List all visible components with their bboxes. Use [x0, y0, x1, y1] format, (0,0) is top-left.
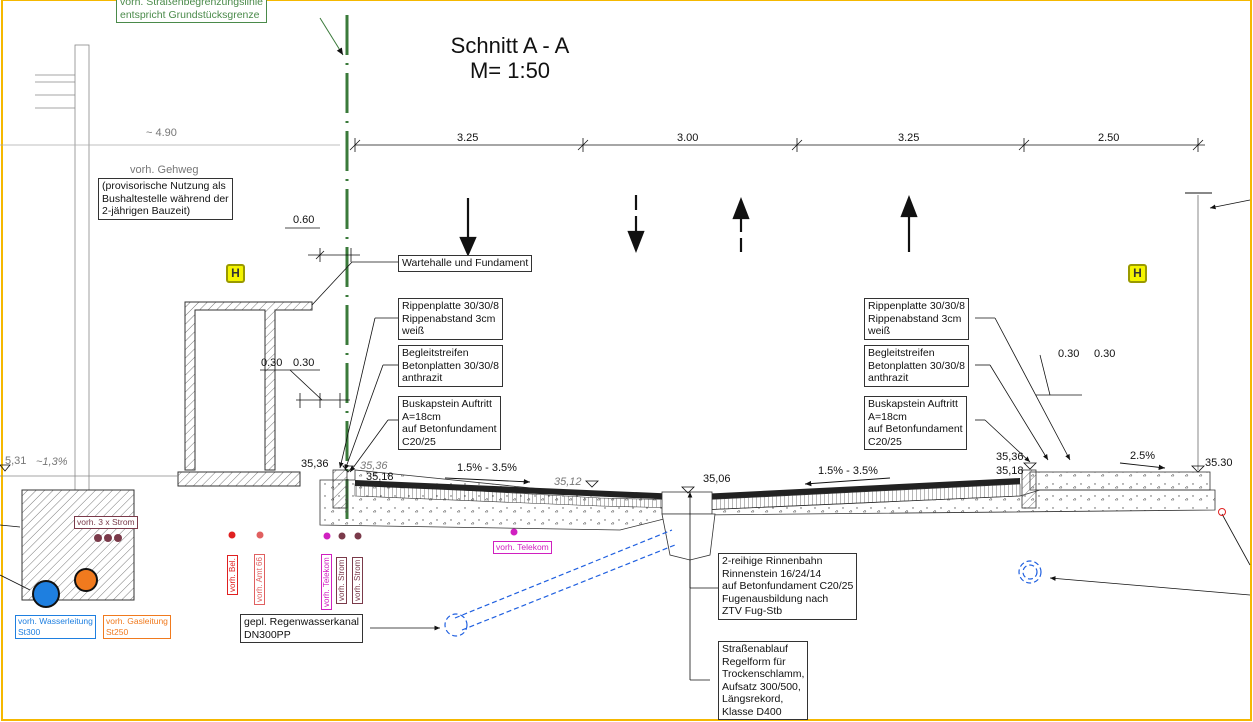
slope-left-sidewalk: ~1,3%: [36, 456, 68, 468]
bus-shelter: [177, 301, 313, 487]
slope-left-lane: 1.5% - 3.5%: [457, 462, 517, 474]
elev-right-sidewalk: 35.30: [1205, 457, 1233, 469]
callout-left-buskapstein: Buskapstein Auftritt A=18cm auf Betonfun…: [398, 396, 501, 450]
left-structure: [0, 44, 340, 491]
tag-strom-vertical-2: vorh. Strom: [352, 556, 363, 604]
traffic-arrows: [459, 194, 918, 257]
boundary-note: vorh. Straßenbegrenzungslinie entspricht…: [116, 0, 268, 23]
elev-curb-top-left-gray: 35,36: [360, 460, 388, 472]
callout-left-rippenplatte: Rippenplatte 30/30/8 Rippenabstand 3cm w…: [398, 298, 503, 340]
callout-rinnenbahn: 2-reihige Rinnenbahn Rinnenstein 16/24/1…: [718, 553, 858, 620]
tag-strom-vertical-1: vorh. Strom: [336, 556, 347, 604]
gas-pipe: [74, 568, 98, 592]
tag-strom-bundle: vorh. 3 x Strom: [74, 516, 138, 529]
callout-right-begleitstreifen: Begleitstreifen Betonplatten 30/30/8 ant…: [864, 345, 969, 387]
tag-telekom-horizontal: vorh. Telekom: [493, 541, 552, 554]
bus-stop-sign-right: H: [1128, 264, 1147, 283]
elev-road-left: 35,12: [554, 476, 582, 488]
tag-gasleitung: vorh. Gasleitung St250: [103, 615, 171, 639]
drawing-title: Schnitt A - A M= 1:50: [420, 33, 600, 83]
tag-bel: vorh. Bel.: [227, 555, 238, 595]
dimension-chain: [349, 138, 1205, 152]
dim-strip-right-a: 0.30: [1058, 348, 1080, 360]
slope-right-sidewalk: 2.5%: [1130, 450, 1156, 462]
elev-curb-bottom-left: 35,18: [366, 471, 394, 483]
road-section: [319, 469, 1216, 561]
dim-strip-right-b: 0.30: [1094, 348, 1116, 360]
bus-stop-sign-left: H: [226, 264, 245, 283]
dim-strip-left-a: 0.30: [261, 357, 283, 369]
sidewalk-label: vorh. Gehweg: [130, 164, 199, 176]
tag-wasserleitung: vorh. Wasserleitung St300: [15, 615, 96, 639]
elev-left-edge: 5,31: [5, 455, 27, 467]
dim-lane-2: 3.00: [677, 132, 699, 144]
rainwater-sewer: [444, 529, 1042, 637]
title-line-2: M= 1:50: [469, 58, 551, 83]
elev-curb-top-left: 35,36: [301, 458, 329, 470]
title-line-1: Schnitt A - A: [450, 33, 570, 58]
dim-strip-left-b: 0.30: [293, 357, 315, 369]
tag-amt: vorh. Amt 66: [254, 554, 265, 605]
dim-shelter-offset: 0.60: [293, 214, 315, 226]
elev-curb-top-right: 35,36: [996, 451, 1024, 463]
dim-left: ~ 4.90: [146, 127, 177, 139]
dim-lane-4: 2.50: [1098, 132, 1120, 144]
slope-right-lane: 1.5% - 3.5%: [818, 465, 878, 477]
callout-right-buskapstein: Buskapstein Auftritt A=18cm auf Betonfun…: [864, 396, 967, 450]
tag-telekom-vertical: vorh. Telekom: [321, 554, 332, 610]
callout-regenwasserkanal: gepl. Regenwasserkanal DN300PP: [240, 614, 363, 643]
callout-right-rippenplatte: Rippenplatte 30/30/8 Rippenabstand 3cm w…: [864, 298, 969, 340]
callout-left-begleitstreifen: Begleitstreifen Betonplatten 30/30/8 ant…: [398, 345, 503, 387]
water-pipe: [32, 580, 60, 608]
elev-gutter: 35,06: [703, 473, 731, 485]
sidewalk-note: (provisorische Nutzung als Bushaltestell…: [98, 178, 233, 220]
dim-lane-3: 3.25: [898, 132, 920, 144]
callout-strassenablauf: Straßenablauf Regelform für Trockenschla…: [718, 641, 809, 720]
dim-lane-1: 3.25: [457, 132, 479, 144]
elev-curb-bottom-right: 35,18: [996, 465, 1024, 477]
shelter-label: Wartehalle und Fundament: [398, 255, 533, 272]
